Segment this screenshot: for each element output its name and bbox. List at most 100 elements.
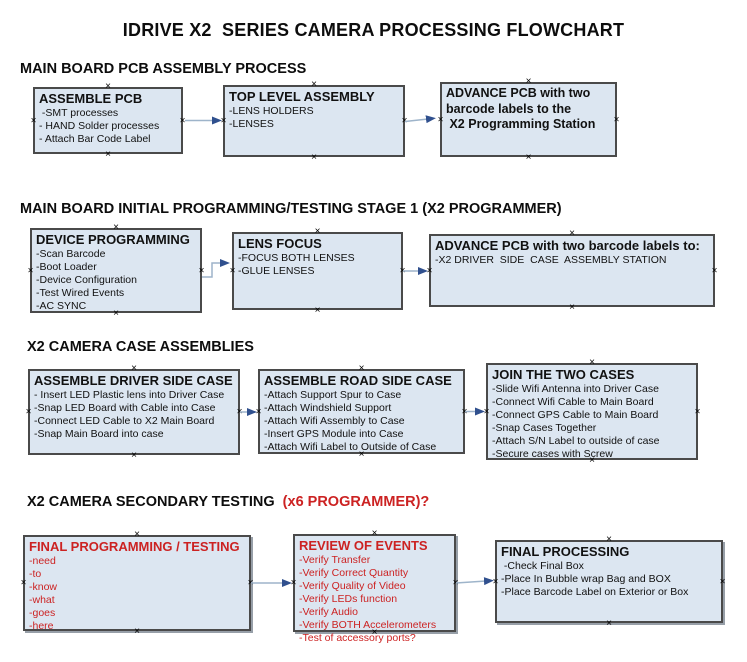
handle-bottom-icon[interactable] bbox=[358, 451, 365, 458]
handle-top-icon[interactable] bbox=[105, 83, 112, 90]
handle-right-icon[interactable] bbox=[401, 118, 408, 125]
handle-top-icon[interactable] bbox=[606, 536, 613, 543]
handle-bottom-icon[interactable] bbox=[113, 310, 120, 317]
box-item: -Secure cases with Screw bbox=[492, 448, 613, 460]
box-item: -know bbox=[29, 581, 58, 593]
box-item: -Connect GPS Cable to Main Board bbox=[492, 409, 659, 421]
box-advance-pcb-programming-station[interactable]: ADVANCE PCB with two barcode labels to t… bbox=[440, 82, 617, 157]
handle-top-icon[interactable] bbox=[311, 81, 318, 88]
box-lens-focus[interactable]: LENS FOCUS -FOCUS BOTH LENSES -GLUE LENS… bbox=[232, 232, 403, 310]
box-advance-pcb-driver-side-station[interactable]: ADVANCE PCB with two barcode labels to: … bbox=[429, 234, 715, 307]
handle-bottom-icon[interactable] bbox=[311, 154, 318, 161]
handle-left-icon[interactable] bbox=[20, 580, 27, 587]
handle-bottom-icon[interactable] bbox=[606, 620, 613, 627]
connector-review-to-finalprocessing[interactable] bbox=[455, 577, 494, 586]
handle-top-icon[interactable] bbox=[589, 359, 596, 366]
handle-right-icon[interactable] bbox=[179, 117, 186, 124]
handle-right-icon[interactable] bbox=[247, 580, 254, 587]
box-device-programming[interactable]: DEVICE PROGRAMMING -Scan Barcode -Boot L… bbox=[30, 228, 202, 313]
box-title: LENS FOCUS bbox=[238, 236, 322, 251]
handle-right-icon[interactable] bbox=[198, 267, 205, 274]
handle-top-icon[interactable] bbox=[525, 78, 532, 85]
box-item: -Snap Main Board into case bbox=[34, 428, 164, 440]
box-item: -LENSES bbox=[229, 118, 274, 130]
box-item: -Verify LEDs function bbox=[299, 593, 398, 605]
box-item: -Attach Windshield Support bbox=[264, 402, 392, 414]
handle-top-icon[interactable] bbox=[314, 228, 321, 235]
box-item: -Connect LED Cable to X2 Main Board bbox=[34, 415, 215, 427]
section-heading-pcb-assembly: MAIN BOARD PCB ASSEMBLY PROCESS bbox=[20, 61, 307, 77]
handle-top-icon[interactable] bbox=[358, 365, 365, 372]
box-assemble-pcb[interactable]: ASSEMBLE PCB -SMT processes - HAND Solde… bbox=[33, 87, 183, 154]
box-item: -Attach Wifi Assembly to Case bbox=[264, 415, 405, 427]
box-title: ADVANCE PCB with two barcode labels to: bbox=[435, 238, 700, 253]
handle-left-icon[interactable] bbox=[483, 408, 490, 415]
handle-bottom-icon[interactable] bbox=[371, 629, 378, 636]
handle-right-icon[interactable] bbox=[399, 268, 406, 275]
handle-top-icon[interactable] bbox=[569, 230, 576, 237]
box-title: ASSEMBLE PCB bbox=[39, 91, 143, 106]
box-assemble-road-side-case[interactable]: ASSEMBLE ROAD SIDE CASE -Attach Support … bbox=[258, 369, 465, 454]
handle-right-icon[interactable] bbox=[719, 578, 726, 585]
handle-bottom-icon[interactable] bbox=[134, 628, 141, 635]
handle-right-icon[interactable] bbox=[711, 267, 718, 274]
box-item: - Insert LED Plastic lens into Driver Ca… bbox=[34, 389, 225, 401]
handle-right-icon[interactable] bbox=[694, 408, 701, 415]
handle-left-icon[interactable] bbox=[25, 409, 32, 416]
handle-right-icon[interactable] bbox=[452, 580, 459, 587]
box-item: -X2 DRIVER SIDE CASE ASSEMBLY STATION bbox=[435, 254, 667, 266]
box-top-level-assembly[interactable]: TOP LEVEL ASSEMBLY -LENS HOLDERS -LENSES bbox=[223, 85, 405, 157]
handle-bottom-icon[interactable] bbox=[131, 452, 138, 459]
handle-left-icon[interactable] bbox=[426, 267, 433, 274]
connector-device-to-lensfocus[interactable] bbox=[202, 259, 230, 278]
box-item: -Snap LED Board with Cable into Case bbox=[34, 402, 216, 414]
handle-bottom-icon[interactable] bbox=[314, 307, 321, 314]
handle-left-icon[interactable] bbox=[220, 118, 227, 125]
box-item: -need bbox=[29, 555, 56, 567]
handle-left-icon[interactable] bbox=[30, 117, 37, 124]
box-final-programming-testing[interactable]: FINAL PROGRAMMING / TESTING -need -to -k… bbox=[20, 535, 254, 632]
box-final-processing[interactable]: FINAL PROCESSING -Check Final Box -Place… bbox=[495, 540, 723, 623]
handle-bottom-icon[interactable] bbox=[589, 457, 596, 464]
handle-top-icon[interactable] bbox=[113, 224, 120, 231]
box-item: -Insert GPS Module into Case bbox=[264, 428, 404, 440]
handle-left-icon[interactable] bbox=[229, 268, 236, 275]
box-item: -Test Wired Events bbox=[36, 287, 125, 299]
box-title: FINAL PROGRAMMING / TESTING bbox=[29, 539, 240, 554]
box-item: -Boot Loader bbox=[36, 261, 97, 273]
box-item: -Verify BOTH Accelerometers bbox=[299, 619, 437, 631]
handle-bottom-icon[interactable] bbox=[105, 151, 112, 158]
box-item: -SMT processes bbox=[39, 107, 119, 119]
connector-toplevel-to-advance[interactable] bbox=[404, 115, 436, 124]
box-item: -Verify Quality of Video bbox=[299, 580, 406, 592]
box-item: -AC SYNC bbox=[36, 300, 87, 312]
box-item: -Place In Bubble wrap Bag and BOX bbox=[501, 573, 671, 585]
box-join-the-two-cases[interactable]: JOIN THE TWO CASES -Slide Wifi Antenna i… bbox=[486, 363, 698, 460]
handle-top-icon[interactable] bbox=[371, 530, 378, 537]
handle-bottom-icon[interactable] bbox=[525, 154, 532, 161]
box-title-line: ADVANCE PCB with two bbox=[446, 86, 591, 100]
box-item: -FOCUS BOTH LENSES bbox=[238, 252, 355, 264]
box-item: -GLUE LENSES bbox=[238, 265, 315, 277]
section-heading-case-assemblies: X2 CAMERA CASE ASSEMBLIES bbox=[27, 339, 254, 355]
box-item: - Attach Bar Code Label bbox=[39, 133, 151, 145]
handle-right-icon[interactable] bbox=[613, 116, 620, 123]
handle-left-icon[interactable] bbox=[290, 580, 297, 587]
handle-right-icon[interactable] bbox=[236, 409, 243, 416]
box-assemble-driver-side-case[interactable]: ASSEMBLE DRIVER SIDE CASE - Insert LED P… bbox=[28, 369, 240, 455]
box-item: - HAND Solder processes bbox=[39, 120, 160, 132]
box-review-of-events[interactable]: REVIEW OF EVENTS -Verify Transfer -Verif… bbox=[290, 534, 459, 644]
page-title: IDRIVE X2 SERIES CAMERA PROCESSING FLOWC… bbox=[122, 20, 625, 40]
handle-bottom-icon[interactable] bbox=[569, 304, 576, 311]
box-item: -here bbox=[29, 620, 54, 632]
handle-left-icon[interactable] bbox=[27, 267, 34, 274]
handle-left-icon[interactable] bbox=[437, 116, 444, 123]
box-item: -Scan Barcode bbox=[36, 248, 106, 260]
handle-top-icon[interactable] bbox=[131, 365, 138, 372]
box-title: DEVICE PROGRAMMING bbox=[36, 232, 190, 247]
handle-right-icon[interactable] bbox=[461, 408, 468, 415]
handle-left-icon[interactable] bbox=[255, 408, 262, 415]
handle-left-icon[interactable] bbox=[492, 578, 499, 585]
handle-top-icon[interactable] bbox=[134, 531, 141, 538]
